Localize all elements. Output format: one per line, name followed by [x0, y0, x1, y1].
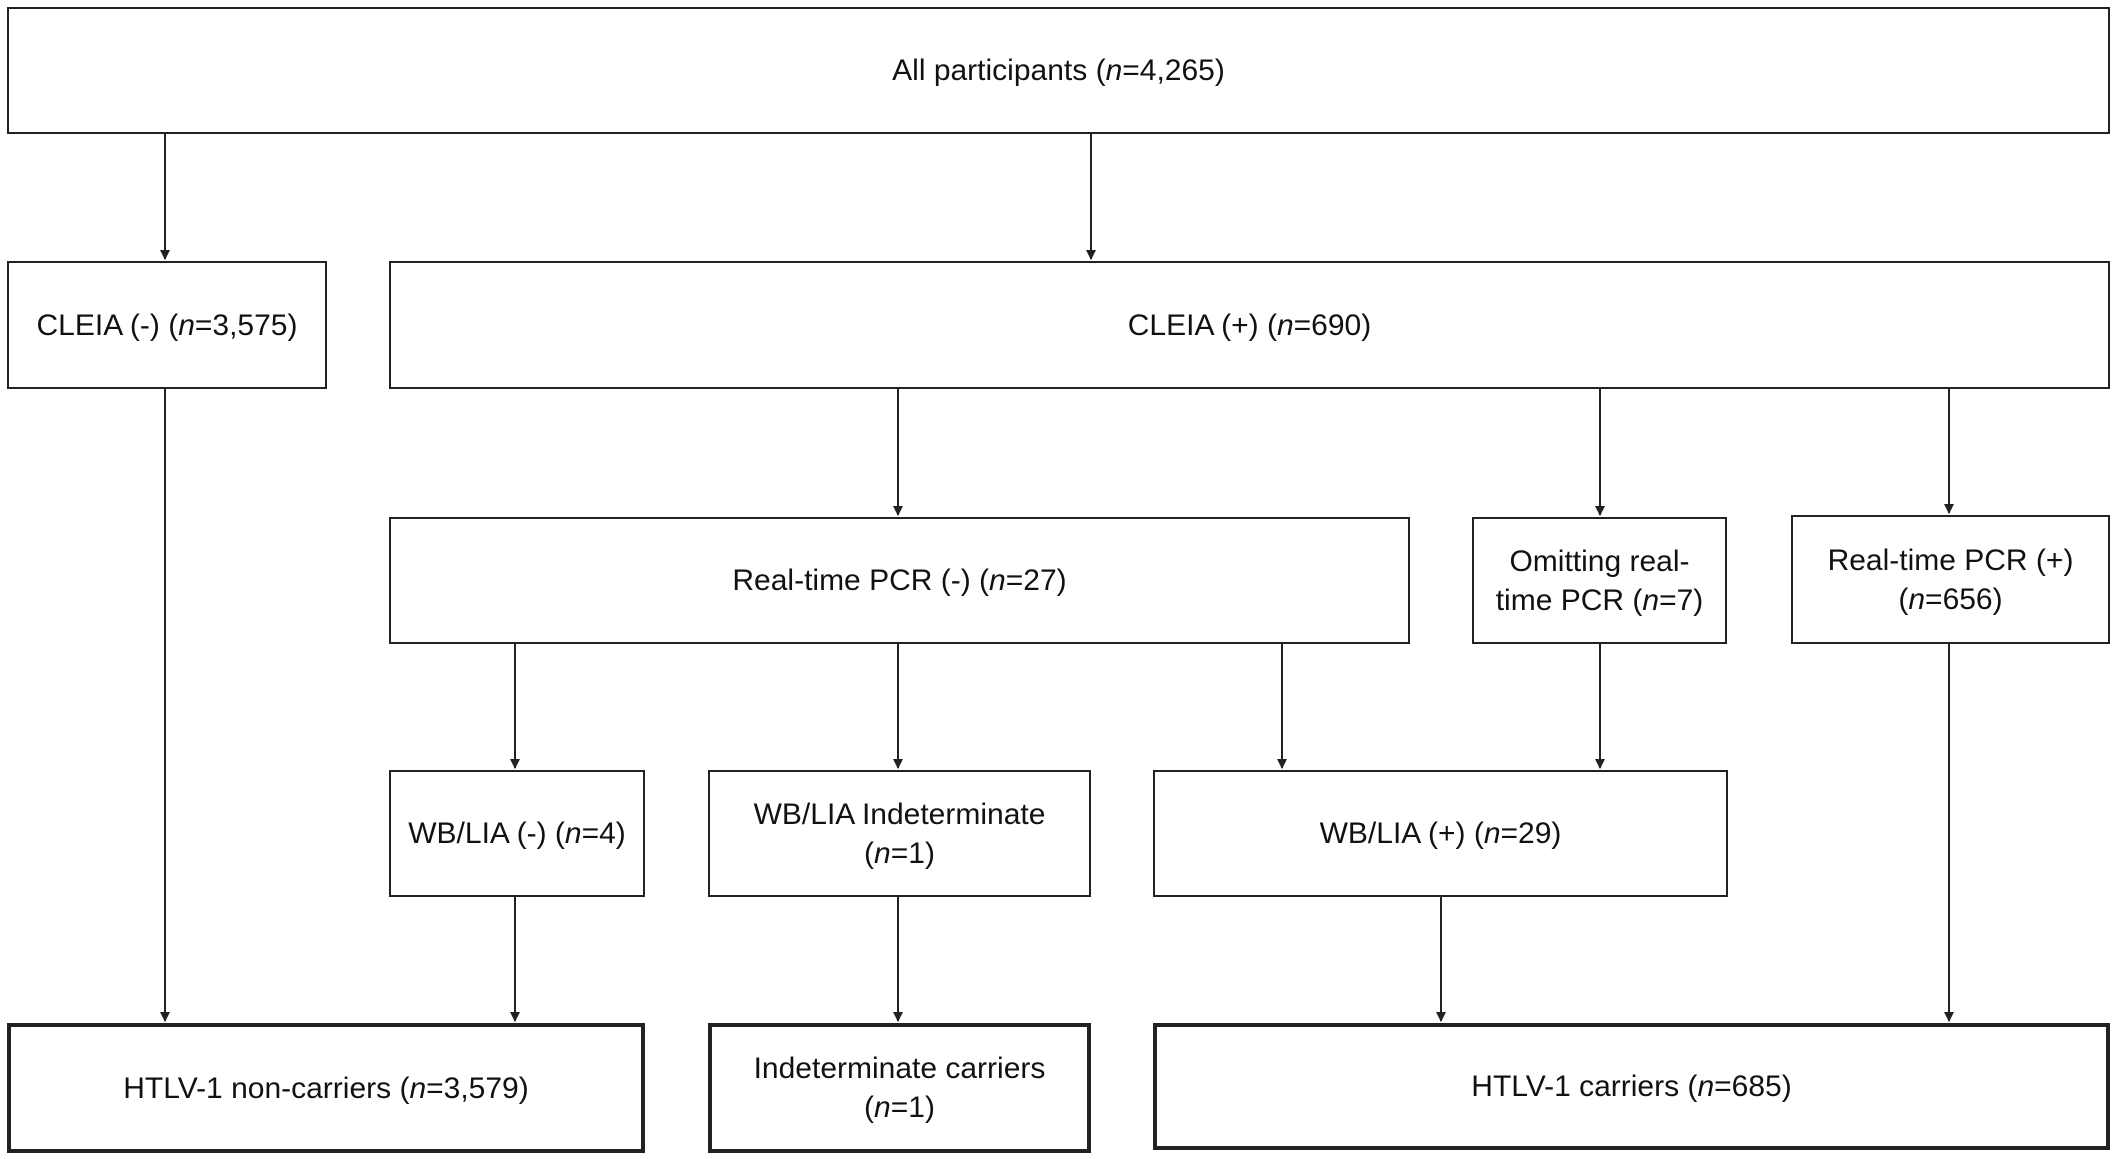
box-text-line: time PCR (n=7)	[1495, 583, 1704, 617]
italic-n: n	[874, 836, 891, 870]
box-text-line: (n=1)	[864, 1091, 935, 1124]
italic-n: n	[1105, 54, 1123, 87]
box-text-line: WB/LIA (+) (n=29)	[1319, 817, 1562, 850]
box-text-line: CLEIA (+) (n=690)	[1127, 308, 1372, 342]
italic-n: n	[1276, 308, 1294, 342]
box-cleia-positive: CLEIA (+) (n=690)	[389, 261, 2110, 389]
box-indeterminate-carriers: Indeterminate carriers (n=1)	[708, 1023, 1091, 1153]
box-text-line: HTLV-1 carriers (n=685)	[1471, 1070, 1792, 1103]
box-cleia-negative: CLEIA (-) (n=3,575)	[7, 261, 327, 389]
box-htlv1-carriers: HTLV-1 carriers (n=685)	[1153, 1023, 2110, 1150]
box-text-line: (n=1)	[864, 836, 935, 870]
italic-n: n	[874, 1091, 891, 1124]
italic-n: n	[564, 817, 582, 850]
box-text-line: WB/LIA Indeterminate	[753, 797, 1046, 831]
italic-n: n	[1483, 817, 1501, 850]
italic-n: n	[1697, 1070, 1715, 1103]
italic-n: n	[1642, 583, 1660, 617]
box-all-participants: All participants (n=4,265)	[7, 7, 2110, 134]
box-text-line: Omitting real-	[1509, 544, 1690, 578]
box-text-line: HTLV-1 non-carriers (n=3,579)	[123, 1071, 529, 1105]
box-text-line: (n=656)	[1898, 582, 2003, 616]
box-pcr-positive: Real-time PCR (+) (n=656)	[1791, 515, 2110, 644]
box-pcr-negative: Real-time PCR (-) (n=27)	[389, 517, 1410, 644]
box-htlv1-non-carriers: HTLV-1 non-carriers (n=3,579)	[7, 1023, 645, 1153]
italic-n: n	[178, 308, 195, 342]
box-wb-negative: WB/LIA (-) (n=4)	[389, 770, 645, 897]
box-text-line: Indeterminate carriers	[753, 1052, 1046, 1085]
box-text-line: CLEIA (-) (n=3,575)	[36, 308, 298, 342]
italic-n: n	[1908, 582, 1926, 616]
box-text-line: Real-time PCR (+)	[1827, 543, 2074, 577]
box-text-line: Real-time PCR (-) (n=27)	[732, 564, 1067, 597]
italic-n: n	[409, 1071, 427, 1105]
box-wb-positive: WB/LIA (+) (n=29)	[1153, 770, 1728, 897]
box-text-line: All participants (n=4,265)	[892, 54, 1225, 87]
italic-n: n	[989, 564, 1006, 597]
box-wb-indeterminate: WB/LIA Indeterminate (n=1)	[708, 770, 1091, 897]
box-text-line: WB/LIA (-) (n=4)	[408, 817, 626, 850]
box-omitting-pcr: Omitting real-time PCR (n=7)	[1472, 517, 1727, 644]
